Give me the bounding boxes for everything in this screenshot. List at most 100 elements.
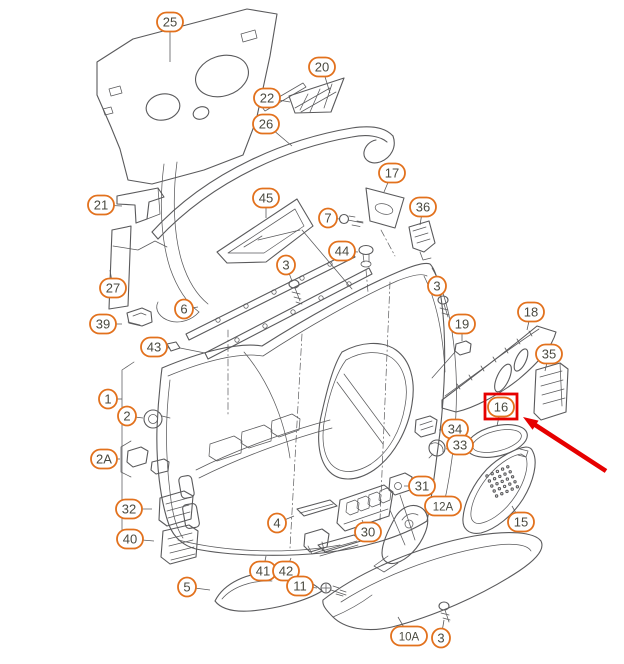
callout-label: 19 [455,316,469,331]
callout-3[interactable]: 3 [427,275,447,297]
callout-label: 26 [259,116,273,131]
callout-35[interactable]: 35 [535,343,563,365]
part-trim-strip-22 [261,82,307,112]
callout-label: 16 [494,399,508,414]
part-speaker-trim-15 [462,446,536,534]
callout-44[interactable]: 44 [328,240,356,262]
callout-3[interactable]: 3 [276,254,296,276]
callout-label: 10A [399,631,420,643]
callout-label: 6 [180,301,187,316]
callout-7[interactable]: 7 [318,207,338,229]
part-armrest-10A [322,532,543,631]
callout-2A[interactable]: 2A [90,448,118,470]
callout-43[interactable]: 43 [140,336,168,358]
callout-12A[interactable]: 12A [424,495,462,517]
callout-22[interactable]: 22 [253,87,281,109]
callout-label: 15 [514,514,528,529]
callout-label: 3 [282,257,289,272]
callout-label: 30 [361,524,375,539]
callout-label: 17 [385,165,399,180]
callout-2[interactable]: 2 [117,405,137,427]
part-screw-3-left [288,279,303,305]
callout-32[interactable]: 32 [115,498,143,520]
callout-25[interactable]: 25 [156,11,184,33]
callout-36[interactable]: 36 [409,196,437,218]
highlight-annotations [483,392,608,473]
callout-3[interactable]: 3 [431,627,451,649]
part-bracket-21 [116,187,165,224]
part-plate-4 [296,499,338,517]
callout-42[interactable]: 42 [272,560,300,582]
part-screw-3-bottom [438,601,451,623]
callout-label: 5 [183,579,190,594]
part-clip-19 [431,340,472,379]
callout-18[interactable]: 18 [517,301,545,323]
callout-label: 21 [94,197,108,212]
part-clip-39 [126,307,153,327]
callout-label: 35 [542,346,556,361]
callout-label: 3 [433,278,440,293]
callout-17[interactable]: 17 [378,162,406,184]
callout-39[interactable]: 39 [89,313,117,335]
callout-label: 40 [123,531,137,546]
callout-21[interactable]: 21 [87,194,115,216]
callout-45[interactable]: 45 [252,187,280,209]
callout-label: 18 [524,304,538,319]
part-insulation-panel [96,8,278,185]
part-grommet-44 [358,244,374,293]
part-mirror-cover-17 [365,187,405,257]
callout-label: 43 [147,339,161,354]
callout-label: 12A [433,501,454,513]
callout-4[interactable]: 4 [267,512,287,534]
callout-10A[interactable]: 10A [390,625,428,647]
part-clips-2A [126,446,170,475]
callout-label: 34 [448,421,462,436]
part-tweeter-trim-45 [216,198,353,290]
callout-16[interactable]: 16 [487,396,515,418]
speaker-grille-dots [485,465,520,498]
callout-label: 22 [260,90,274,105]
callout-19[interactable]: 19 [448,313,476,335]
callout-label: 3 [437,630,444,645]
part-mirror-triangle-bracket [288,77,345,114]
callout-label: 2 [123,408,130,423]
part-sill-strips-6-43 [166,250,373,360]
callout-20[interactable]: 20 [308,56,336,78]
callout-label: 32 [122,501,136,516]
part-screw-7 [338,213,364,227]
part-screw-11 [320,582,347,597]
callout-27[interactable]: 27 [99,277,127,299]
part-switch-40 [160,524,199,565]
part-handle-carrier-12A [373,504,429,573]
part-switch-34 [414,415,438,438]
highlight-arrow-shaft [531,421,608,473]
part-tweeter-speaker-36 [408,220,436,261]
callout-33[interactable]: 33 [446,434,474,456]
callout-leader-lines [100,22,550,639]
highlight-arrow-head [523,417,539,430]
callout-11[interactable]: 11 [286,575,314,597]
part-clip-41 [303,528,330,555]
callout-6[interactable]: 6 [174,298,194,320]
callout-label: 33 [453,437,467,452]
part-switch-32 [158,490,194,527]
callout-5[interactable]: 5 [177,576,197,598]
callout-34[interactable]: 34 [441,418,469,440]
callout-label: 44 [335,243,349,258]
callout-30[interactable]: 30 [354,521,382,543]
callout-label: 39 [96,316,110,331]
callout-1[interactable]: 1 [98,388,118,410]
callout-26[interactable]: 26 [252,113,280,135]
highlight-box-16 [483,392,519,421]
callout-31[interactable]: 31 [408,475,436,497]
part-window-switch-bank-30 [336,484,406,546]
callout-40[interactable]: 40 [116,528,144,550]
callout-label: 27 [106,280,120,295]
callout-label: 42 [279,563,293,578]
callout-label: 7 [324,210,331,225]
callout-label: 36 [416,199,430,214]
callout-15[interactable]: 15 [507,511,535,533]
line-art [96,8,569,631]
